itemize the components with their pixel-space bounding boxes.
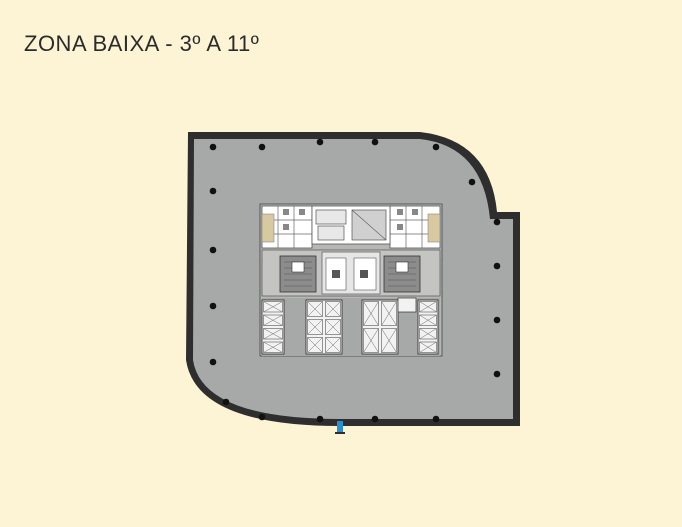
column-icon [432, 415, 440, 423]
elevator-bank-left [305, 299, 343, 355]
column-icon [493, 218, 501, 226]
column-icon [258, 143, 266, 151]
elevator-banks [261, 297, 439, 355]
column-icon [258, 413, 266, 421]
shaft-right [427, 213, 441, 243]
elevator-icon [419, 341, 437, 353]
column-icon [316, 415, 324, 423]
elevator-icon [381, 328, 397, 353]
entry-door-marker [337, 421, 343, 434]
elevator-icon [419, 314, 437, 326]
column-icon [209, 246, 217, 254]
elevator-icon [307, 337, 323, 353]
elevator-icon [325, 337, 341, 353]
elevator-bank-left-small [261, 299, 285, 355]
elevator-bank-right [361, 299, 399, 355]
column-icon [468, 178, 476, 186]
elevator-icon [363, 301, 379, 326]
column-icon [371, 415, 379, 423]
elevator-icon [263, 341, 283, 353]
column-icon [209, 143, 217, 151]
elevator-lobby-box [397, 297, 417, 313]
elevator-icon [307, 301, 323, 317]
building-core [259, 203, 443, 357]
column-icon [432, 143, 440, 151]
column-icon [493, 262, 501, 270]
column-icon [209, 187, 217, 195]
column-icon [493, 370, 501, 378]
elevator-icon [325, 319, 341, 335]
column-icon [222, 398, 230, 406]
elevator-icon [363, 328, 379, 353]
columns-group [209, 138, 501, 423]
column-icon [316, 138, 324, 146]
elevator-bank-right-small [417, 299, 439, 355]
column-icon [371, 138, 379, 146]
column-icon [209, 358, 217, 366]
page-title: ZONA BAIXA - 3º A 11º [24, 31, 260, 56]
elevator-icon [263, 301, 283, 313]
elevator-icon [381, 301, 397, 326]
elevator-icon [419, 301, 437, 313]
elevator-icon [263, 314, 283, 326]
elevator-icon [419, 328, 437, 340]
column-icon [209, 302, 217, 310]
elevator-icon [325, 301, 341, 317]
elevator-icon [307, 319, 323, 335]
elevator-icon [263, 328, 283, 340]
shaft-left [261, 213, 275, 243]
column-icon [493, 316, 501, 324]
